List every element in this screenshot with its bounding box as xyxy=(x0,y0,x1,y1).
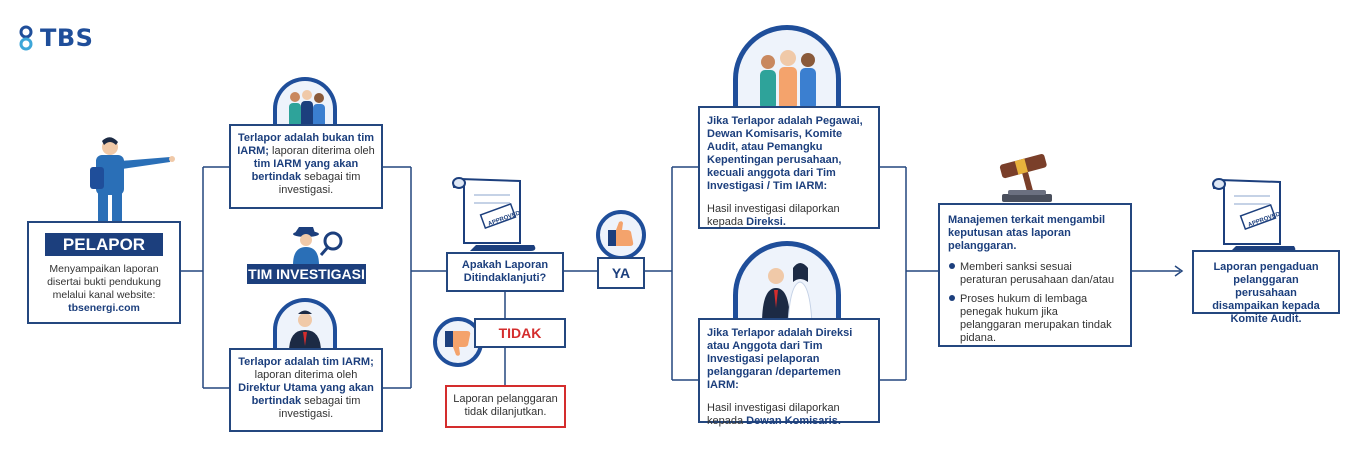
report-not-continued-text: Laporan pelanggaran tidak dilanjutkan. xyxy=(453,393,558,418)
report-not-continued-box: Laporan pelanggaran tidak dilanjutkan. xyxy=(445,385,566,428)
director-case-target: Dewan Komisaris. xyxy=(746,415,841,427)
employee-case-result-text: Hasil investigasi dilaporkan kepada xyxy=(707,203,840,228)
investigation-team-label: TIM INVESTIGASI xyxy=(247,264,366,284)
employees-group-icon xyxy=(733,25,841,109)
director-icon xyxy=(273,298,337,352)
employee-case-text: Jika Terlapor adalah Pegawai, Dewan Komi… xyxy=(700,108,878,236)
final-report-text: Laporan pengaduan pelanggaran perusahaan… xyxy=(1212,261,1320,325)
director-case-text: Jika Terlapor adalah Direksi atau Anggot… xyxy=(700,320,878,435)
reporter-body-text: Menyampaikan laporan disertai bukti pend… xyxy=(47,263,161,301)
reported-not-iarm-bold2: tim IARM yang akan bertindak xyxy=(251,158,359,183)
approved-document-icon: APPROVED xyxy=(450,173,540,253)
management-decision-title: Manajemen terkait mengambil keputusan at… xyxy=(948,214,1106,252)
reported-iarm-text: Terlapor adalah tim IARM; laporan diteri… xyxy=(231,350,381,427)
yes-label: YA xyxy=(611,265,631,281)
reporter-box: PELAPOR Menyampaikan laporan disertai bu… xyxy=(27,221,181,324)
management-decision-box: Manajemen terkait mengambil keputusan at… xyxy=(938,203,1132,347)
employee-case-result: Hasil investigasi dilaporkan kepada Dire… xyxy=(707,203,871,229)
director-case-result-text: Hasil investigasi dilaporkan kepada xyxy=(707,402,840,427)
reported-iarm-text1: laporan diterima oleh xyxy=(254,369,358,381)
bullet-icon xyxy=(949,295,955,301)
management-action-item: Memberi sanksi sesuai peraturan perusaha… xyxy=(948,261,1122,287)
decision-question: Apakah Laporan Ditindaklanjuti? xyxy=(461,259,549,284)
decision-box: Apakah Laporan Ditindaklanjuti? xyxy=(446,252,564,292)
reported-not-iarm-text1: laporan diterima oleh xyxy=(268,145,375,157)
gavel-icon xyxy=(982,150,1074,208)
management-decision-content: Manajemen terkait mengambil keputusan at… xyxy=(940,205,1130,360)
management-action-text: Memberi sanksi sesuai peraturan perusaha… xyxy=(960,261,1115,286)
website-link[interactable]: tbsenergi.com xyxy=(68,302,140,314)
director-case-condition: Jika Terlapor adalah Direksi atau Anggot… xyxy=(707,327,853,391)
employee-case-target: Direksi. xyxy=(746,216,786,228)
management-action-text: Proses hukum di lembaga penegak hukum ji… xyxy=(960,293,1112,344)
employee-case-condition: Jika Terlapor adalah Pegawai, Dewan Komi… xyxy=(707,115,863,192)
reporter-description: Menyampaikan laporan disertai bukti pend… xyxy=(35,263,173,315)
yes-box: YA xyxy=(597,257,645,289)
no-label: TIDAK xyxy=(498,325,542,341)
reported-iarm-bold2: Direktur Utama yang akan bertindak xyxy=(238,382,374,407)
employee-case-box: Jika Terlapor adalah Pegawai, Dewan Komi… xyxy=(698,106,880,229)
reported-not-iarm-text2: sebagai tim investigasi. xyxy=(278,171,361,196)
reporter-illustration xyxy=(60,135,185,223)
director-case-result: Hasil investigasi dilaporkan kepada Dewa… xyxy=(707,402,871,428)
logo-mark-icon xyxy=(18,25,34,51)
reported-not-iarm-box: Terlapor adalah bukan tim IARM; laporan … xyxy=(229,124,383,209)
final-document-icon: APPROVED xyxy=(1210,174,1302,254)
thumbs-up-icon xyxy=(596,210,646,260)
logo-text: TBS xyxy=(40,24,94,52)
reported-not-iarm-bold1: Terlapor adalah bukan tim IARM; xyxy=(237,132,375,157)
reported-iarm-bold1: Terlapor adalah tim IARM; xyxy=(238,356,374,368)
directors-icon xyxy=(733,241,841,323)
bullet-icon xyxy=(949,263,955,269)
reported-not-iarm-text: Terlapor adalah bukan tim IARM; laporan … xyxy=(231,126,381,203)
reported-iarm-text2: sebagai tim investigasi. xyxy=(278,395,361,420)
director-case-box: Jika Terlapor adalah Direksi atau Anggot… xyxy=(698,318,880,427)
investigator-icon xyxy=(285,223,355,265)
no-box: TIDAK xyxy=(474,318,566,348)
reporter-title: PELAPOR xyxy=(45,233,163,256)
management-actions-list: Memberi sanksi sesuai peraturan perusaha… xyxy=(948,261,1122,345)
reported-iarm-box: Terlapor adalah tim IARM; laporan diteri… xyxy=(229,348,383,432)
tbs-logo: TBS xyxy=(18,24,93,52)
management-action-item: Proses hukum di lembaga penegak hukum ji… xyxy=(948,293,1122,345)
final-report-box: Laporan pengaduan pelanggaran perusahaan… xyxy=(1192,250,1340,325)
